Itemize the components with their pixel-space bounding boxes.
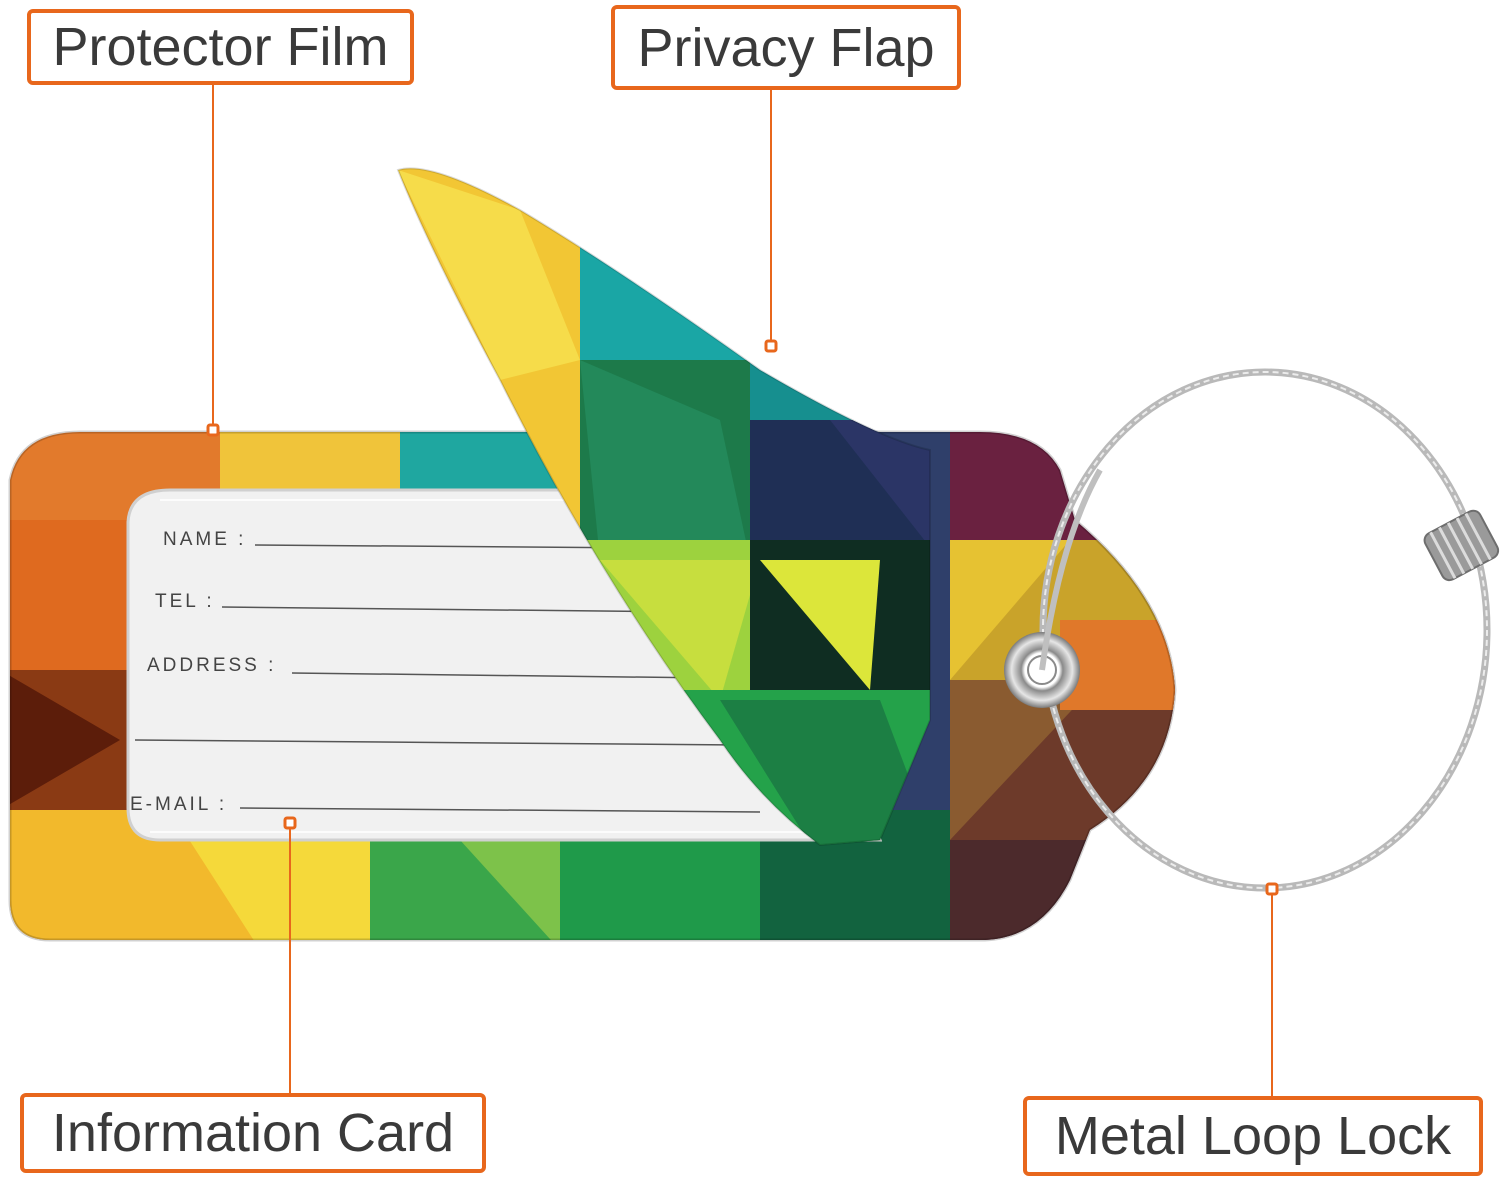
field-name-label: NAME : (163, 529, 246, 550)
field-address-label: ADDRESS : (147, 655, 276, 676)
metal-loop-lock (1004, 368, 1500, 892)
metal-loop-lock-callout: Metal Loop Lock (1023, 1096, 1483, 1176)
leader-lines (212, 85, 1273, 1096)
screw-lock-barrel (1423, 509, 1500, 582)
field-email-label: E-MAIL : (130, 794, 227, 815)
information-card-callout: Information Card (20, 1093, 486, 1173)
field-tel-label: TEL : (155, 591, 215, 612)
protector-film-callout: Protector Film (27, 9, 414, 85)
privacy-flap-callout: Privacy Flap (611, 5, 961, 90)
leader-markers (206, 339, 1279, 896)
